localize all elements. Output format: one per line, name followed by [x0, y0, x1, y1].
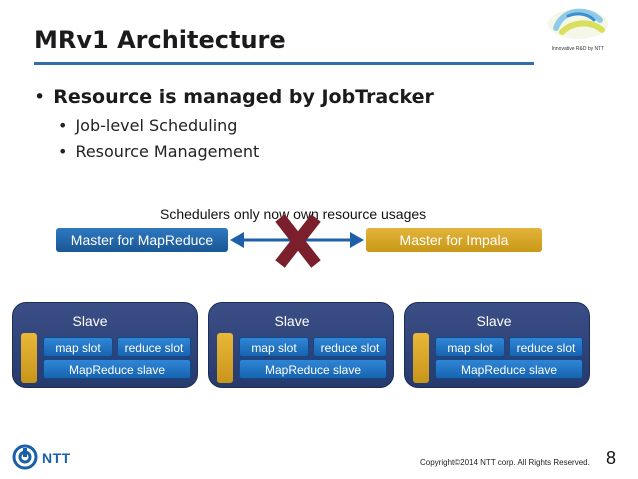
main-bullet-text: Resource is managed by JobTracker	[53, 86, 434, 108]
scheduler-note: Schedulers only now own resource usages	[160, 206, 427, 222]
master-impala-box: Master for Impala	[366, 228, 542, 252]
slave-resource-block	[413, 333, 429, 383]
bullet-glyph: •	[34, 86, 46, 108]
logo-caption: Innovative R&D by NTT	[551, 46, 605, 52]
sub-bullet-text: Job-level Scheduling	[75, 116, 238, 135]
slave-label: Slave	[72, 313, 108, 329]
map-slot: map slot	[239, 337, 309, 357]
cross-icon	[275, 214, 321, 268]
master-mapreduce-box: Master for MapReduce	[56, 228, 228, 252]
slave-label: Slave	[274, 313, 310, 329]
mapreduce-slave: MapReduce slave	[239, 359, 387, 379]
map-slot: map slot	[435, 337, 505, 357]
company-name: NTT	[42, 450, 71, 466]
sub-bullet-resource-management: • Resource Management	[58, 142, 259, 161]
ntt-rd-logo-icon	[548, 8, 608, 39]
sub-bullet-text: Resource Management	[75, 142, 260, 161]
slave-resource-block	[21, 333, 37, 383]
mapreduce-slave: MapReduce slave	[43, 359, 191, 379]
slave-node-3: Slave map slot reduce slot MapReduce sla…	[404, 302, 590, 388]
reduce-slot: reduce slot	[117, 337, 191, 357]
slave-resource-block	[217, 333, 233, 383]
reduce-slot: reduce slot	[313, 337, 387, 357]
sub-bullet-scheduling: • Job-level Scheduling	[58, 116, 237, 135]
slide-title: MRv1 Architecture	[34, 26, 286, 54]
slave-node-1: Slave map slot reduce slot MapReduce sla…	[12, 302, 198, 388]
bullet-glyph: •	[58, 142, 68, 161]
blocked-arrow-diagram	[230, 214, 364, 268]
main-bullet: • Resource is managed by JobTracker	[34, 86, 434, 108]
copyright-notice: Copyright©2014 NTT corp. All Rights Rese…	[420, 458, 590, 467]
ntt-logo-icon	[12, 444, 38, 470]
slave-node-2: Slave map slot reduce slot MapReduce sla…	[208, 302, 394, 388]
reduce-slot: reduce slot	[509, 337, 583, 357]
slave-label: Slave	[476, 313, 512, 329]
map-slot: map slot	[43, 337, 113, 357]
title-underline	[0, 62, 638, 68]
page-number: 8	[606, 448, 617, 468]
mapreduce-slave: MapReduce slave	[435, 359, 583, 379]
bullet-glyph: •	[58, 116, 68, 135]
